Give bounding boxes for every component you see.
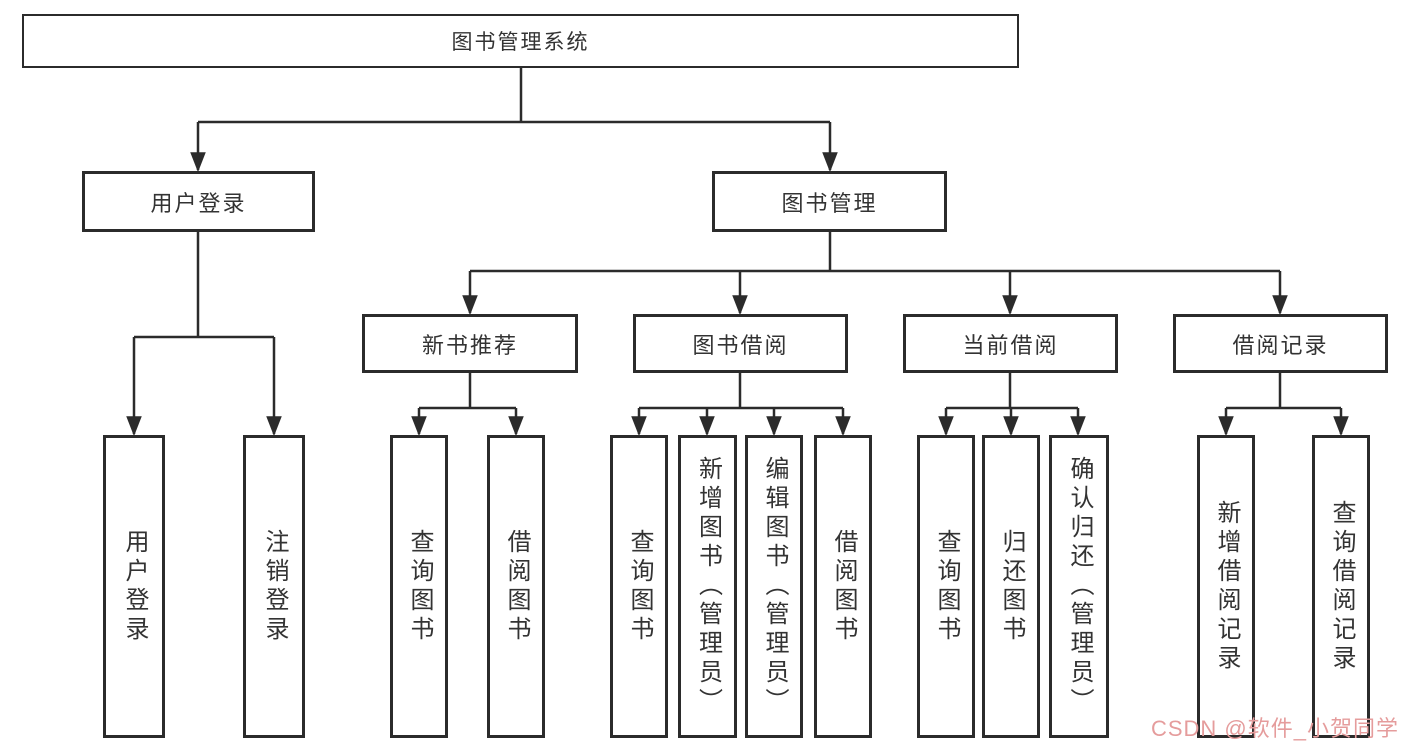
leaf-borrow-books-1: 借阅图书 — [487, 435, 545, 738]
leaf-query-books-2: 查询图书 — [610, 435, 668, 738]
leaf-query-books-1: 查询图书 — [390, 435, 448, 738]
connector-borrow-split — [639, 373, 843, 410]
node-library-system: 图书管理系统 — [22, 14, 1019, 68]
leaf-edit-books-admin: 编辑图书（管理员） — [745, 435, 803, 738]
leaf-borrow-books-2: 借阅图书 — [814, 435, 872, 738]
node-new-book-recommend: 新书推荐 — [362, 314, 578, 373]
leaf-user-login: 用户登录 — [103, 435, 165, 738]
leaf-query-books-3: 查询图书 — [917, 435, 975, 738]
leaf-return-books: 归还图书 — [982, 435, 1040, 738]
leaf-logout: 注销登录 — [243, 435, 305, 738]
node-user-login: 用户登录 — [82, 171, 315, 232]
csdn-watermark: CSDN @软件_小贺同学 — [1150, 716, 1399, 741]
leaf-confirm-return-admin: 确认归还（管理员） — [1049, 435, 1109, 738]
node-book-management: 图书管理 — [712, 171, 947, 232]
connector-login-split — [134, 232, 274, 339]
node-book-borrowing: 图书借阅 — [633, 314, 848, 373]
leaf-add-borrow-record: 新增借阅记录 — [1197, 435, 1255, 738]
connector-recommend-split — [419, 373, 516, 410]
connector-root-split — [198, 68, 830, 124]
node-current-borrowing: 当前借阅 — [903, 314, 1118, 373]
node-borrowing-records: 借阅记录 — [1173, 314, 1388, 373]
connector-current-split — [946, 373, 1078, 410]
connector-records-split — [1226, 373, 1341, 410]
connector-manage-split — [470, 232, 1280, 273]
leaf-query-borrow-record: 查询借阅记录 — [1312, 435, 1370, 738]
leaf-add-books-admin: 新增图书（管理员） — [678, 435, 737, 738]
